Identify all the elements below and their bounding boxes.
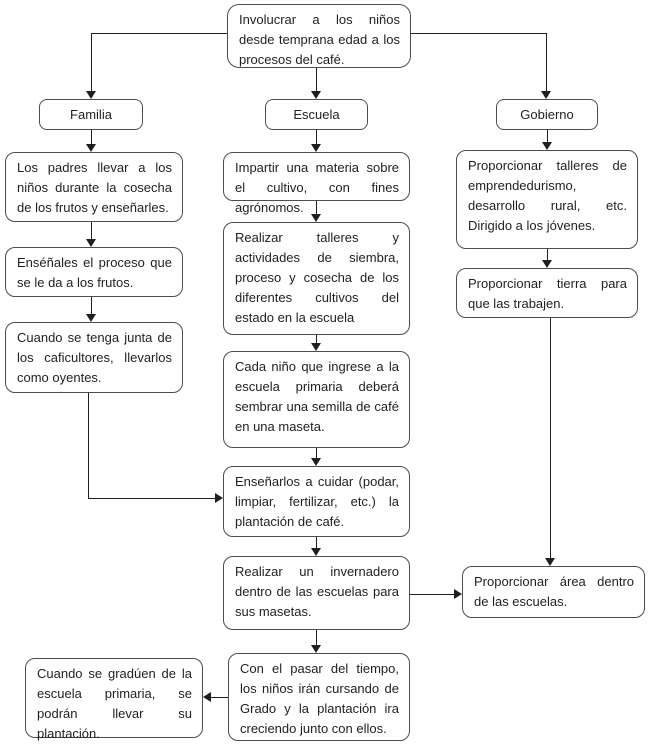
connector-escuela6-to-outcome-hline [211, 697, 228, 698]
node-gobierno-step1: Proporcionar talleres de emprendedurismo… [456, 150, 638, 249]
connector-escuela-header-to-step1 [316, 130, 317, 144]
connector-gobierno-step1-to-step2 [547, 249, 548, 260]
node-escuela-step6: Con el pasar del tiempo, los niños irán … [228, 653, 410, 741]
arrowhead-escuela-step6 [311, 645, 321, 653]
node-familia-step1: Los padres llevar a los niños durante la… [5, 152, 183, 222]
arrowhead-gobierno-step1 [542, 142, 552, 150]
arrowhead-escuela5-to-gobierno3 [454, 589, 462, 599]
arrowhead-escuela-step4 [311, 458, 321, 466]
node-escuela-step3: Cada niño que ingrese a la escuela prima… [223, 351, 410, 448]
arrowhead-familia-step2 [86, 239, 96, 247]
arrowhead-familia-step1 [86, 144, 96, 152]
node-escuela-step1: Impartir una materia sobre el cultivo, c… [223, 152, 410, 215]
node-gobierno-step2: Proporcionar tierra para que las trabaje… [456, 268, 638, 318]
arrowhead-escuela-step2 [311, 214, 321, 222]
connector-root-to-gobierno-vline [546, 33, 547, 91]
arrowhead-root-to-gobierno [541, 91, 551, 99]
node-escuela-step4: Enseñarlos a cuidar (podar, limpiar, fer… [223, 466, 410, 537]
node-gobierno-step3: Proporcionar área dentro de las escuelas… [462, 566, 645, 618]
arrowhead-familia-to-escuela4 [215, 493, 223, 503]
connector-root-to-familia-vline [91, 33, 92, 91]
node-header-familia: Familia [39, 99, 143, 130]
node-header-escuela: Escuela [265, 99, 368, 130]
arrowhead-escuela-step5 [311, 548, 321, 556]
connector-escuela-step2-to-step3 [316, 335, 317, 343]
connector-escuela-step5-to-step6 [316, 630, 317, 645]
connector-root-to-escuela-vline [316, 68, 317, 91]
connector-familia-step1-to-step2 [91, 222, 92, 239]
arrowhead-escuela-step3 [311, 343, 321, 351]
node-root: Involucrar a los niños desde temprana ed… [227, 4, 411, 68]
node-escuela-step2: Realizar talleres y actividades de siemb… [223, 222, 410, 335]
arrowhead-escuela-step1 [311, 144, 321, 152]
arrowhead-root-to-escuela [311, 91, 321, 99]
connector-escuela-step4-to-step5 [316, 537, 317, 548]
arrowhead-escuela6-to-outcome [203, 692, 211, 702]
connector-familia-step2-to-step3 [91, 297, 92, 314]
node-header-gobierno: Gobierno [496, 99, 598, 130]
connector-familia-to-escuela4-vline [88, 393, 89, 498]
node-familia-step3: Cuando se tenga junta de los caficultore… [5, 322, 183, 393]
connector-escuela5-to-gobierno3-hline [410, 594, 454, 595]
connector-familia-to-escuela4-hline [88, 498, 215, 499]
connector-gobierno-header-to-step1 [547, 130, 548, 142]
connector-root-to-familia-hline [91, 33, 227, 34]
node-outcome: Cuando se gradúen de la escuela primaria… [25, 658, 203, 741]
connector-root-to-gobierno-hline [411, 33, 547, 34]
arrowhead-gobierno-step3 [545, 558, 555, 566]
arrowhead-familia-step3 [86, 314, 96, 322]
connector-familia-header-to-step1 [91, 130, 92, 144]
node-familia-step2: Enséñales el proceso que se le da a los … [5, 247, 183, 297]
connector-escuela-step3-to-step4 [316, 448, 317, 458]
arrowhead-root-to-familia [86, 91, 96, 99]
node-escuela-step5: Realizar un invernadero dentro de las es… [223, 556, 410, 630]
connector-escuela-step1-to-step2 [316, 201, 317, 214]
arrowhead-gobierno-step2 [542, 260, 552, 268]
connector-gobierno-step2-to-step3 [550, 318, 551, 558]
